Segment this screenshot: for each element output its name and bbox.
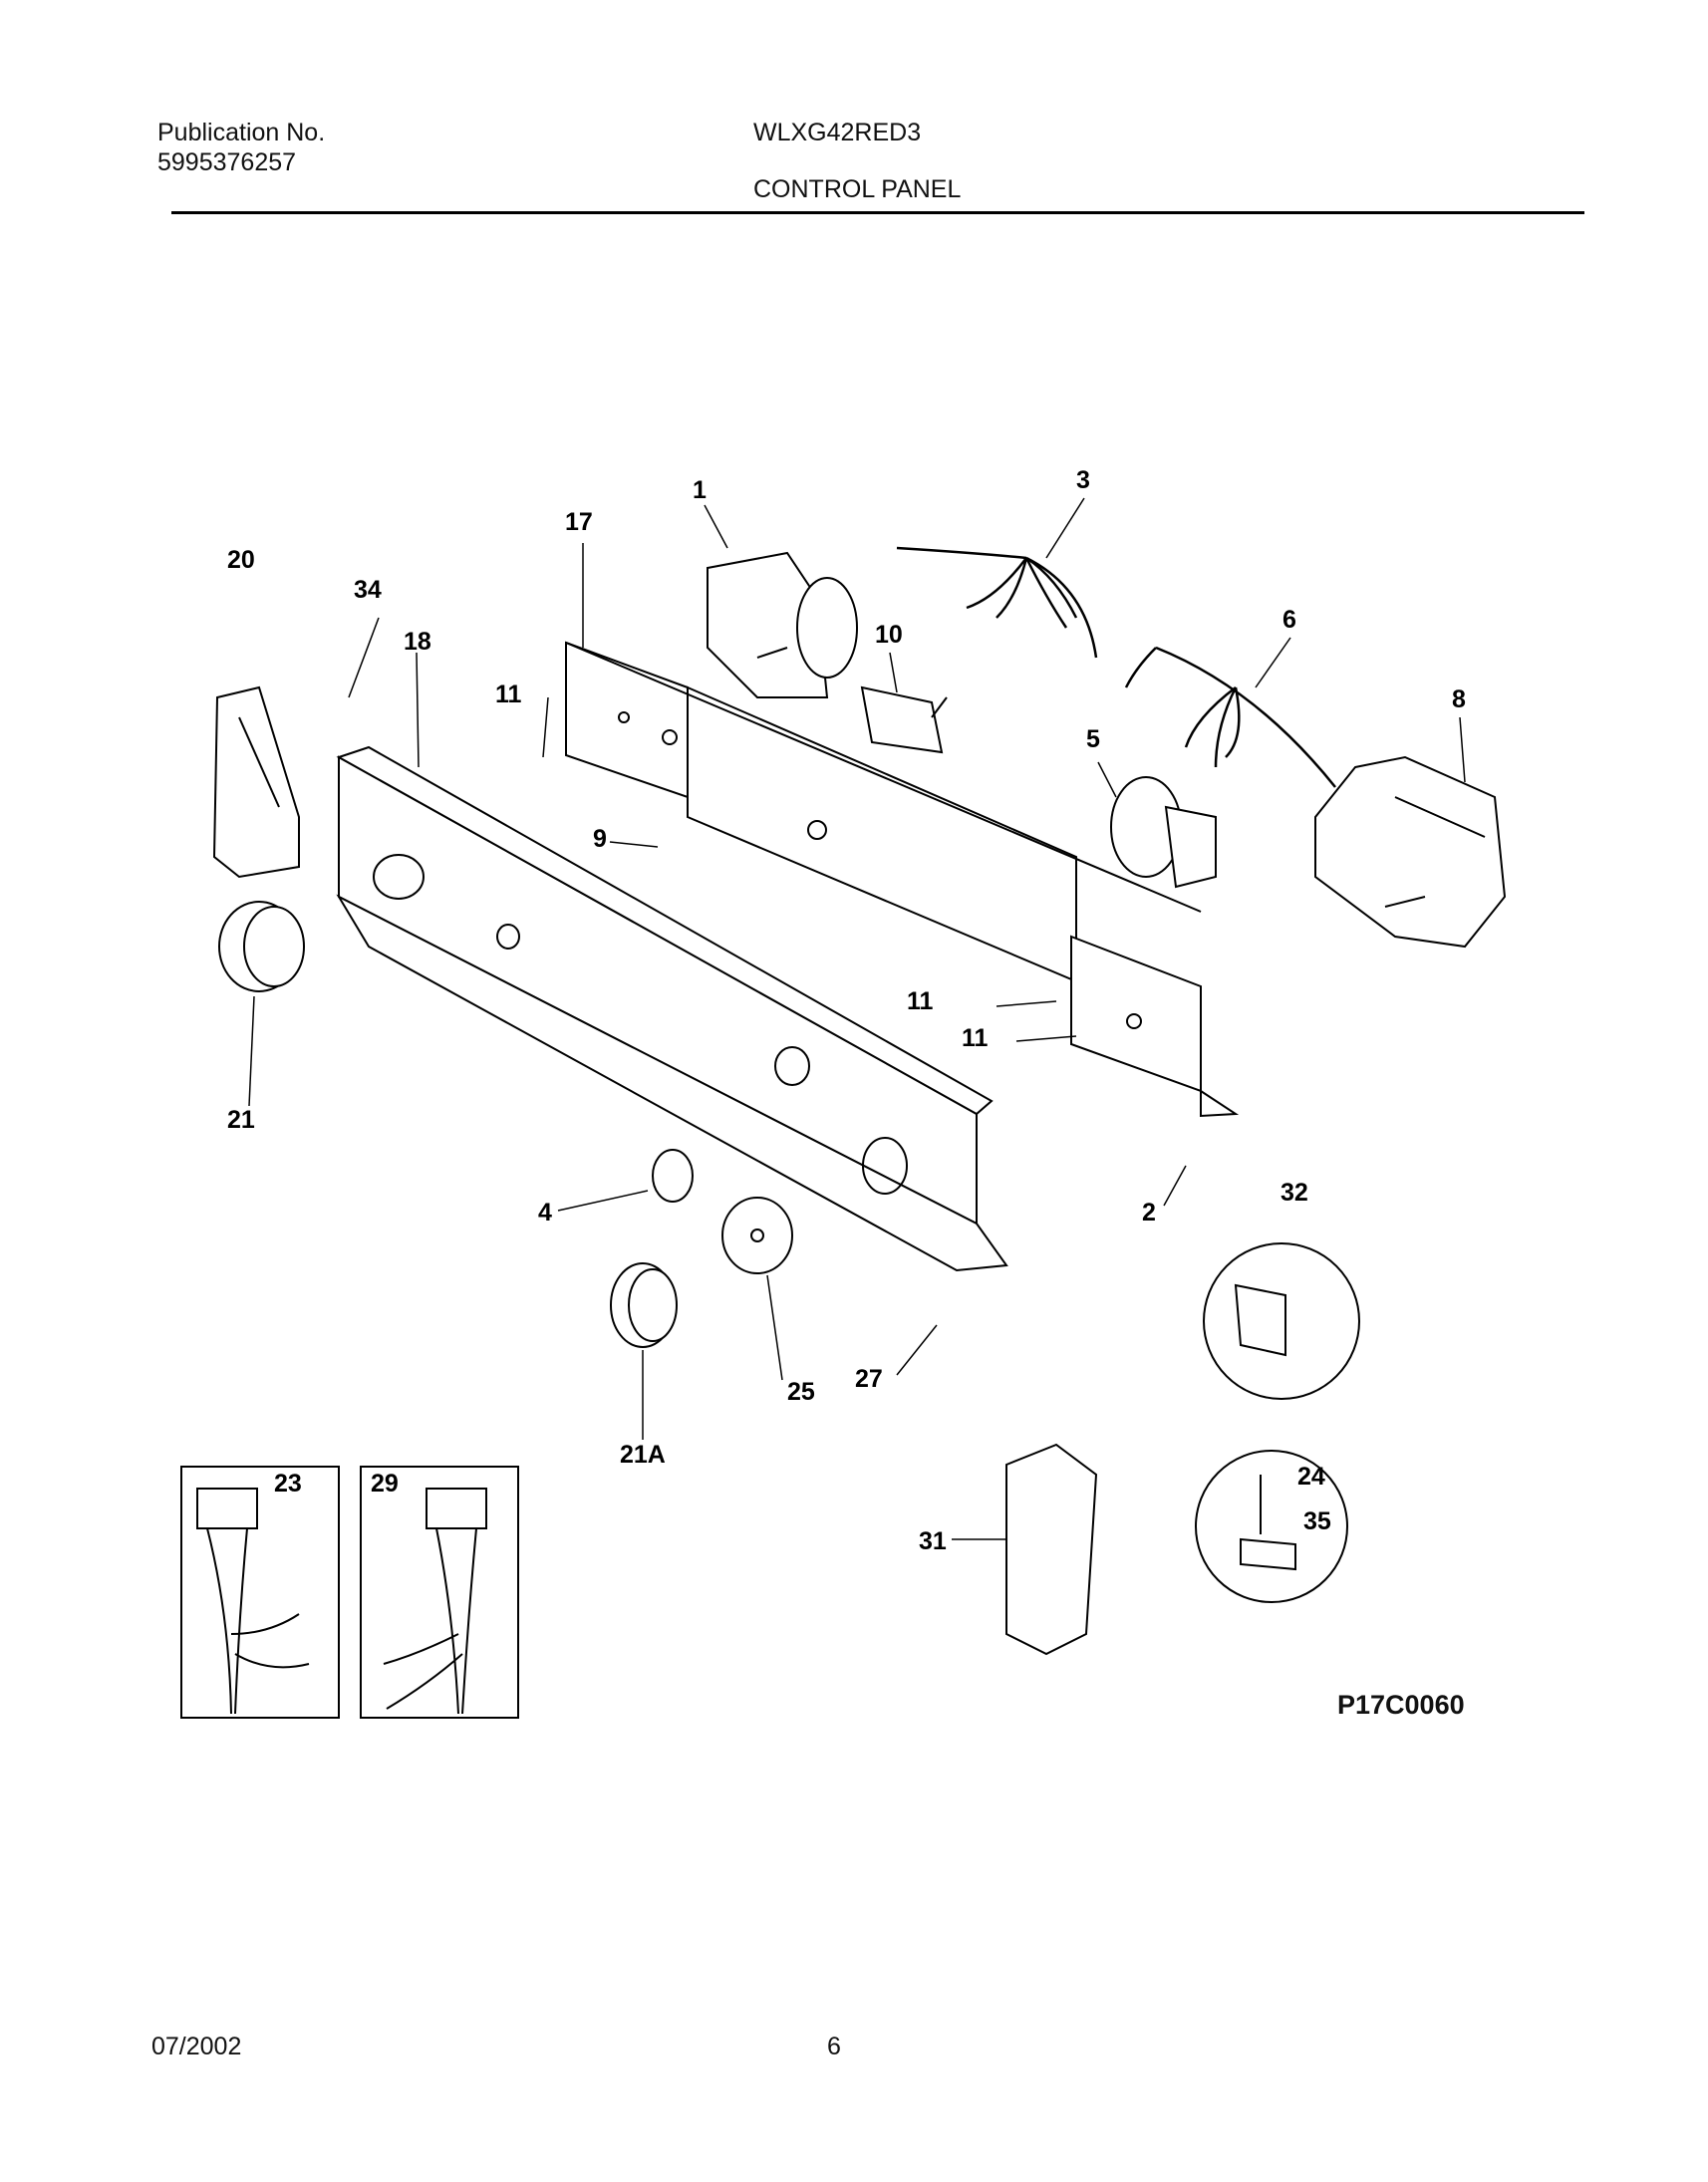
callout-18: 18 — [404, 628, 431, 656]
control-module-8 — [1314, 755, 1507, 949]
callout-6: 6 — [1282, 606, 1296, 634]
detail-screw-24-35 — [1195, 1450, 1348, 1603]
drawing-code: P17C0060 — [1337, 1690, 1465, 1720]
footer-date: 07/2002 — [151, 2033, 242, 2060]
knob-21a — [610, 1262, 678, 1348]
detail-bracket-32 — [1203, 1242, 1360, 1400]
callout-23: 23 — [274, 1470, 302, 1498]
callout-2: 2 — [1142, 1199, 1156, 1227]
callout-27: 27 — [855, 1365, 883, 1393]
callout-25: 25 — [787, 1378, 815, 1406]
header-rule — [171, 211, 1584, 214]
callout-8: 8 — [1452, 685, 1466, 713]
access-cover-20 — [212, 685, 300, 879]
pressure-switch-5 — [1110, 776, 1217, 889]
callout-labels: 1 3 17 10 6 20 34 18 11 5 8 9 11 11 21 4… — [227, 466, 1466, 1555]
callout-29: 29 — [371, 1470, 399, 1498]
rear-panel-bracket-17 — [565, 641, 1240, 1118]
callout-5: 5 — [1086, 725, 1100, 753]
callout-10: 10 — [875, 621, 903, 649]
callout-35: 35 — [1303, 1507, 1331, 1535]
callout-11-mid: 11 — [907, 987, 934, 1015]
publication-label: Publication No. — [157, 119, 326, 146]
callout-24: 24 — [1297, 1463, 1325, 1491]
callout-11-low: 11 — [962, 1024, 989, 1052]
console-panel-18 — [336, 745, 1008, 1272]
callout-9: 9 — [593, 825, 607, 853]
callout-34: 34 — [354, 576, 382, 604]
inset-harness-23 — [180, 1466, 340, 1719]
leader-lines — [248, 497, 1466, 1540]
publication-number: 5995376257 — [157, 148, 297, 176]
inset-harness-29 — [360, 1466, 519, 1719]
callout-31: 31 — [919, 1527, 947, 1555]
wire-harness-6 — [1124, 646, 1336, 788]
callout-11-top: 11 — [495, 681, 522, 708]
knob-21 — [218, 901, 305, 992]
callout-21a: 21A — [620, 1441, 666, 1469]
section-title: CONTROL PANEL — [753, 175, 962, 203]
dial-25 — [721, 1197, 793, 1274]
page-number: 6 — [827, 2033, 841, 2060]
model-number: WLXG42RED3 — [753, 119, 922, 146]
timer-1 — [707, 551, 858, 698]
callout-21: 21 — [227, 1106, 255, 1134]
knob-4 — [652, 1149, 694, 1203]
callout-4: 4 — [538, 1199, 552, 1227]
wire-harness-3 — [896, 546, 1098, 659]
end-cap-31 — [1005, 1443, 1098, 1656]
callout-17: 17 — [565, 508, 593, 536]
callout-3: 3 — [1076, 466, 1090, 494]
switch-10 — [860, 685, 948, 754]
callout-32: 32 — [1281, 1179, 1308, 1207]
callout-20: 20 — [227, 546, 255, 574]
callout-1: 1 — [693, 476, 707, 504]
